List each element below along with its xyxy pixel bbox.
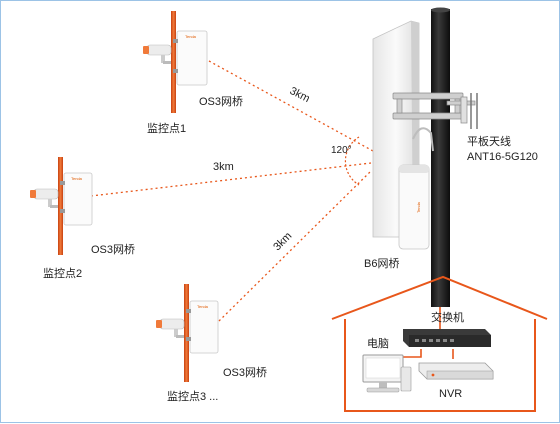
- antenna-name-label: 平板天线: [467, 134, 511, 148]
- link-point-1: [208, 60, 374, 152]
- antenna-model-label: ANT16-5G120: [467, 151, 538, 163]
- b6-bridge-icon: Tenda: [398, 164, 430, 250]
- bridge-label-3: OS3网桥: [223, 366, 267, 379]
- camera-icon: [30, 188, 59, 208]
- site-pole-icon: [184, 284, 189, 382]
- switch-label: 交换机: [431, 310, 464, 324]
- nvr-icon: [418, 362, 494, 380]
- svg-text:Tenda: Tenda: [185, 34, 197, 39]
- site-label-3: 监控点3 ...: [167, 389, 218, 403]
- svg-text:Tenda: Tenda: [197, 304, 209, 309]
- local-network-house: [331, 275, 548, 412]
- computer-icon: [362, 354, 412, 393]
- camera-icon: [143, 44, 172, 64]
- site-pole-icon: [171, 11, 176, 113]
- site-label-2: 监控点2: [43, 266, 82, 280]
- site-pole-icon: [58, 157, 63, 255]
- distance-label-1: 3km: [288, 85, 312, 105]
- camera-icon: [156, 318, 185, 338]
- house-outline: [331, 275, 548, 320]
- coverage-angle-arc: [344, 136, 360, 186]
- angle-label: 120°: [331, 145, 352, 156]
- mast-pole-icon: [431, 9, 450, 307]
- bridge-label-1: OS3网桥: [199, 95, 243, 108]
- cable-icon: [412, 127, 434, 152]
- switch-icon: [403, 329, 491, 347]
- house-walls: [344, 319, 536, 412]
- os3-bridge-icon: Tenda: [186, 300, 219, 354]
- mounting-bracket-icon: [392, 92, 478, 129]
- site-label-1: 监控点1: [147, 121, 186, 135]
- link-point-2: [90, 162, 372, 197]
- central-mast: [431, 7, 450, 307]
- distance-label-2: 3km: [213, 161, 234, 173]
- monitor-site-3: Tenda OS3网桥 监控点3 ...: [156, 284, 267, 403]
- monitor-site-2: Tenda OS3网桥 监控点2: [30, 157, 135, 280]
- svg-text:Tenda: Tenda: [416, 201, 421, 213]
- svg-text:Tenda: Tenda: [71, 176, 83, 181]
- link-point-3: [218, 170, 372, 322]
- monitor-site-1: Tenda OS3网桥 监控点1: [143, 11, 243, 135]
- os3-bridge-icon: Tenda: [173, 30, 208, 86]
- wireless-links: [90, 60, 374, 322]
- computer-label: 电脑: [367, 337, 389, 350]
- os3-bridge-icon: Tenda: [60, 172, 93, 226]
- nvr-label: NVR: [439, 388, 462, 400]
- bridge-label-2: OS3网桥: [91, 243, 135, 256]
- b6-bridge-label: B6网桥: [364, 257, 399, 270]
